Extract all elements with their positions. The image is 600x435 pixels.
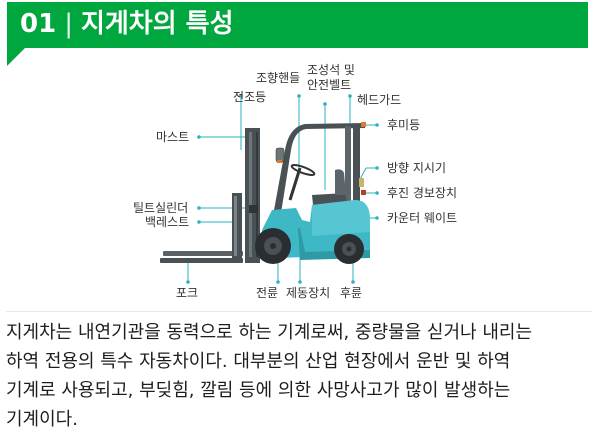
label-rear-light: 후미등 [387,118,421,132]
label-head-guard: 헤드가드 [357,93,402,107]
section-title-text: 지게차의 특성 [80,9,234,39]
label-fork: 포크 [176,286,199,300]
section-title: 01|지게차의 특성 [20,6,234,42]
forklift-diagram: 마스트 전조등 조향핸들 조성석 및 안전벨트 헤드가드 후미등 방향 지시기 … [0,50,600,310]
description: 지게차는 내연기관을 동력으로 하는 기계로써, 중량물을 싣거나 내리는 하역… [6,318,596,434]
label-front-wheel: 전륜 [256,286,279,300]
description-line: 지게차는 내연기관을 동력으로 하는 기계로써, 중량물을 싣거나 내리는 [6,322,533,343]
label-steering-wheel: 조향핸들 [256,71,301,85]
label-mast: 마스트 [156,130,190,144]
label-headlight: 전조등 [233,90,267,104]
label-brake: 제동장치 [286,286,331,300]
section-header-tail [7,47,26,66]
description-line: 기계로 사용되고, 부딪힘, 깔림 등에 의한 사망사고가 많이 발생하는 [6,380,511,401]
label-backrest: 백레스트 [145,215,190,229]
label-reverse-alarm: 후진 경보장치 [387,186,458,200]
description-line: 하역 전용의 특수 자동차이다. 대부분의 산업 현장에서 운반 및 하역 [6,351,511,372]
section-header [7,2,588,48]
label-counterweight: 카운터 웨이트 [387,211,458,225]
label-tilt-cylinder: 틸트실린더 [133,201,189,215]
description-line: 기계이다. [6,409,78,430]
label-rear-wheel: 후륜 [340,286,363,300]
label-seat-belt-line1: 조성석 및 [307,63,355,77]
forklift-illustration [160,94,379,284]
section-divider [6,311,592,312]
section-number: 01 [20,9,57,39]
label-seat-belt-line2: 안전벨트 [307,78,352,92]
label-turn-signal: 방향 지시기 [387,161,447,175]
title-divider: | [64,9,73,39]
